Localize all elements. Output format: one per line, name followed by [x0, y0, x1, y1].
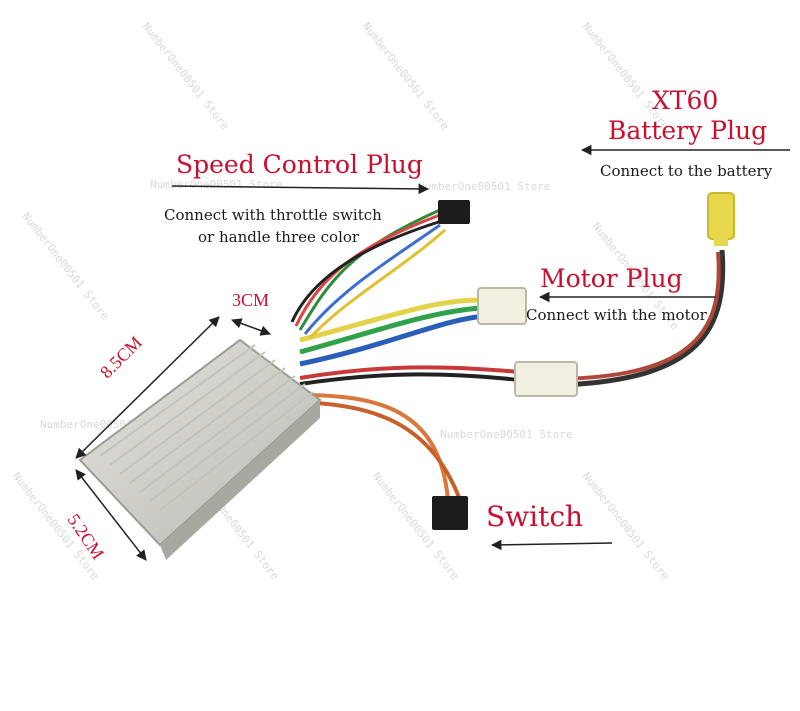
width-dimension-line	[75, 469, 147, 561]
battery-plug-description: Connect to the battery	[600, 162, 773, 180]
height-dimension-label: 3CM	[232, 290, 270, 310]
motor-plug-description: Connect with the motor	[526, 306, 707, 324]
speed-control-description-line2: or handle three color	[198, 228, 360, 246]
motor-plug-connector	[477, 287, 527, 325]
speed-control-connector	[438, 200, 470, 224]
watermark: NumberOne00501 Store	[418, 180, 551, 193]
motor-plug-label: Motor Plug	[540, 264, 683, 293]
switch-label: Switch	[486, 500, 584, 533]
watermark: NumberOne00501 Store	[150, 178, 283, 191]
watermark: NumberOne00501 Store	[440, 428, 573, 441]
battery-cable-red	[559, 251, 721, 381]
speed-control-description-line1: Connect with throttle switch	[164, 206, 382, 224]
switch-connector	[432, 496, 468, 530]
speed-control-plug-label: Speed Control Plug	[176, 150, 423, 179]
speed-control-arrow	[171, 183, 430, 195]
xt60-label: XT60	[652, 86, 719, 115]
hall-connector	[514, 361, 578, 397]
xt60-connector	[707, 192, 735, 240]
switch-arrow	[490, 539, 613, 551]
battery-cable	[559, 249, 726, 388]
length-dimension-line	[75, 316, 220, 459]
battery-plug-label: Battery Plug	[608, 116, 768, 145]
height-dimension-line	[231, 318, 271, 336]
